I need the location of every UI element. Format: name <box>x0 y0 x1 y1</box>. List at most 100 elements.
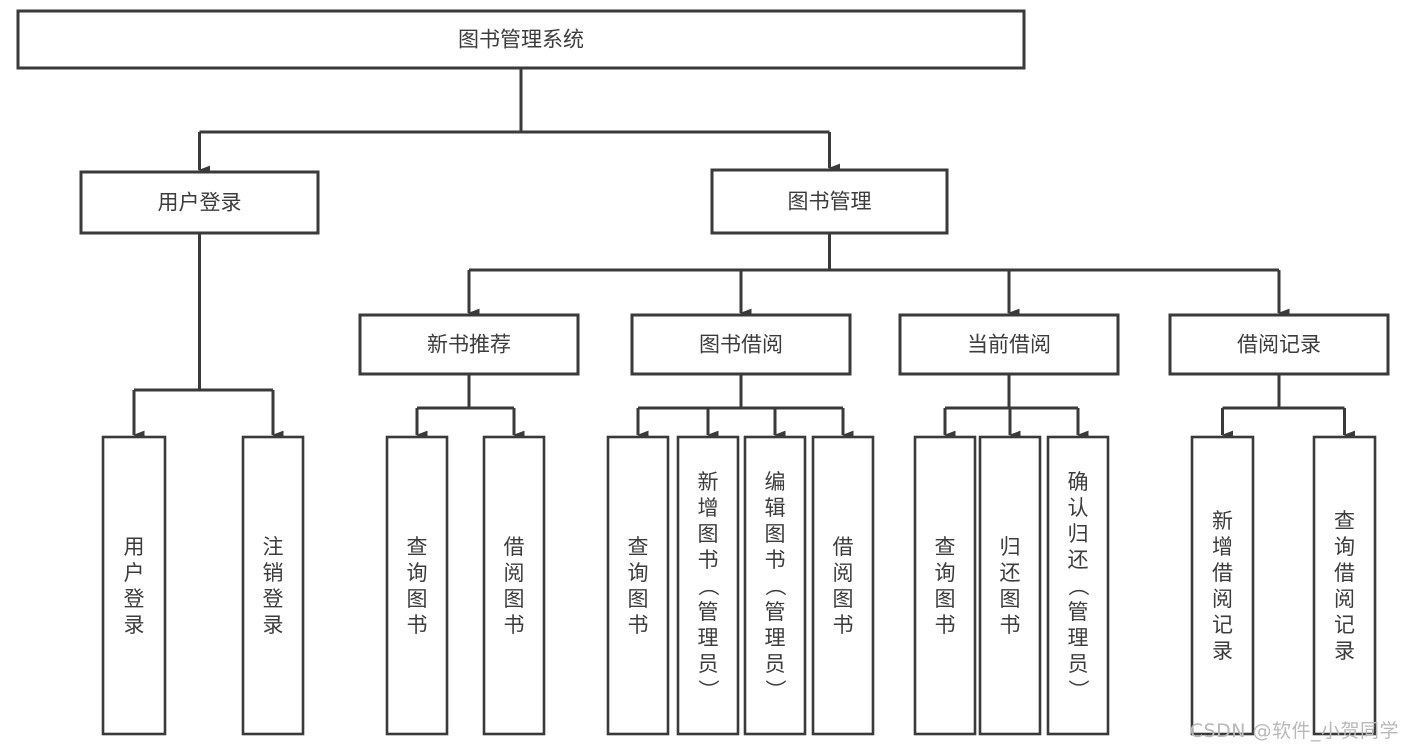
node-label-char: 阅 <box>833 561 854 585</box>
node-label-char: 还 <box>1068 548 1089 572</box>
node-label-char: 图 <box>698 522 719 546</box>
node-rect <box>1046 435 1110 736</box>
node-level3-3[interactable]: 借阅记录 <box>1168 313 1390 376</box>
node-label-char: 确 <box>1068 470 1089 494</box>
node-label-char: 增 <box>1212 535 1233 559</box>
node-level2-0[interactable]: 用户登录 <box>79 170 320 235</box>
node-label-char: 图 <box>407 587 428 611</box>
branch-2-to-leaves <box>943 374 1089 440</box>
node-label-char: 书 <box>698 548 719 572</box>
node-level3-1[interactable]: 图书借阅 <box>630 313 852 376</box>
node-label-char: 询 <box>935 561 956 585</box>
node-label-char: 查 <box>628 535 649 559</box>
node-label-char: （ <box>1066 575 1090 596</box>
node-level3-2[interactable]: 当前借阅 <box>898 313 1120 376</box>
node-rect <box>16 9 1026 70</box>
node-rect <box>1168 313 1390 376</box>
node-boxes: 图书管理系统用户登录图书管理新书推荐图书借阅当前借阅借阅记录用户登录注销登录查询… <box>16 9 1390 736</box>
connector-lines <box>132 68 1355 440</box>
node-label-char: 户 <box>124 561 145 585</box>
node-rect <box>241 435 305 736</box>
node-label-char: 书 <box>765 548 786 572</box>
node-rect <box>743 435 807 736</box>
node-label-char: 理 <box>1068 626 1089 650</box>
node-label-char: 管 <box>698 600 719 624</box>
node-label: 图书借阅 <box>699 333 783 357</box>
node-label-char: 查 <box>935 535 956 559</box>
branch-root-to-level2 <box>198 68 840 175</box>
node-label-char: 书 <box>504 613 525 637</box>
node-label-char: 询 <box>628 561 649 585</box>
node-label-char: 阅 <box>1334 587 1355 611</box>
node-root-0[interactable]: 图书管理系统 <box>16 9 1026 70</box>
node-label-char: 认 <box>1068 496 1089 520</box>
node-label-char: 管 <box>1068 600 1089 624</box>
node-label-char: 阅 <box>1212 587 1233 611</box>
node-label-char: 借 <box>1334 561 1355 585</box>
node-level2-1[interactable]: 图书管理 <box>710 168 949 235</box>
node-label-char: 归 <box>1068 522 1089 546</box>
node-label-char: 图 <box>765 522 786 546</box>
node-label-char: 录 <box>263 613 284 637</box>
node-label-char: 询 <box>407 561 428 585</box>
node-label-char: 阅 <box>504 561 525 585</box>
node-label-char: 销 <box>263 561 284 585</box>
node-label-char: （ <box>763 575 787 596</box>
node-label: 当前借阅 <box>967 333 1051 357</box>
node-rect <box>710 168 949 235</box>
node-leaf-0[interactable]: 用户登录 <box>101 435 167 736</box>
node-label-char: 图 <box>935 587 956 611</box>
node-label-char: ） <box>1066 679 1090 700</box>
node-rect <box>1312 435 1377 736</box>
branch-bookmgmt-to-level3 <box>467 233 1290 318</box>
node-rect <box>101 435 167 736</box>
node-label-char: 询 <box>1334 535 1355 559</box>
node-label-char: 新 <box>698 470 719 494</box>
node-label: 图书管理 <box>788 190 872 214</box>
node-label-char: 编 <box>765 470 786 494</box>
node-label-char: ） <box>696 679 720 700</box>
node-level3-0[interactable]: 新书推荐 <box>358 313 580 376</box>
node-label-char: 记 <box>1212 613 1233 637</box>
node-label-char: 新 <box>1212 509 1233 533</box>
node-rect <box>898 313 1120 376</box>
branch-userlogin-to-leaves <box>132 233 284 440</box>
node-rect <box>385 435 449 736</box>
node-rect <box>358 313 580 376</box>
node-label-char: 借 <box>1212 561 1233 585</box>
node-rect <box>606 435 670 736</box>
node-label: 新书推荐 <box>427 333 511 357</box>
node-label-char: 图 <box>833 587 854 611</box>
node-label-char: 理 <box>765 626 786 650</box>
node-label-char: 辑 <box>765 496 786 520</box>
node-label-char: 查 <box>407 535 428 559</box>
node-label: 借阅记录 <box>1237 333 1321 357</box>
node-label-char: 还 <box>1000 561 1021 585</box>
node-label-char: 图 <box>1000 587 1021 611</box>
node-label-char: 归 <box>1000 535 1021 559</box>
node-label-char: 书 <box>935 613 956 637</box>
node-label-vertical: 用户登录 <box>124 535 145 637</box>
node-label-char: 图 <box>628 587 649 611</box>
branch-0-to-leaves <box>415 374 525 440</box>
node-label-char: 查 <box>1334 509 1355 533</box>
